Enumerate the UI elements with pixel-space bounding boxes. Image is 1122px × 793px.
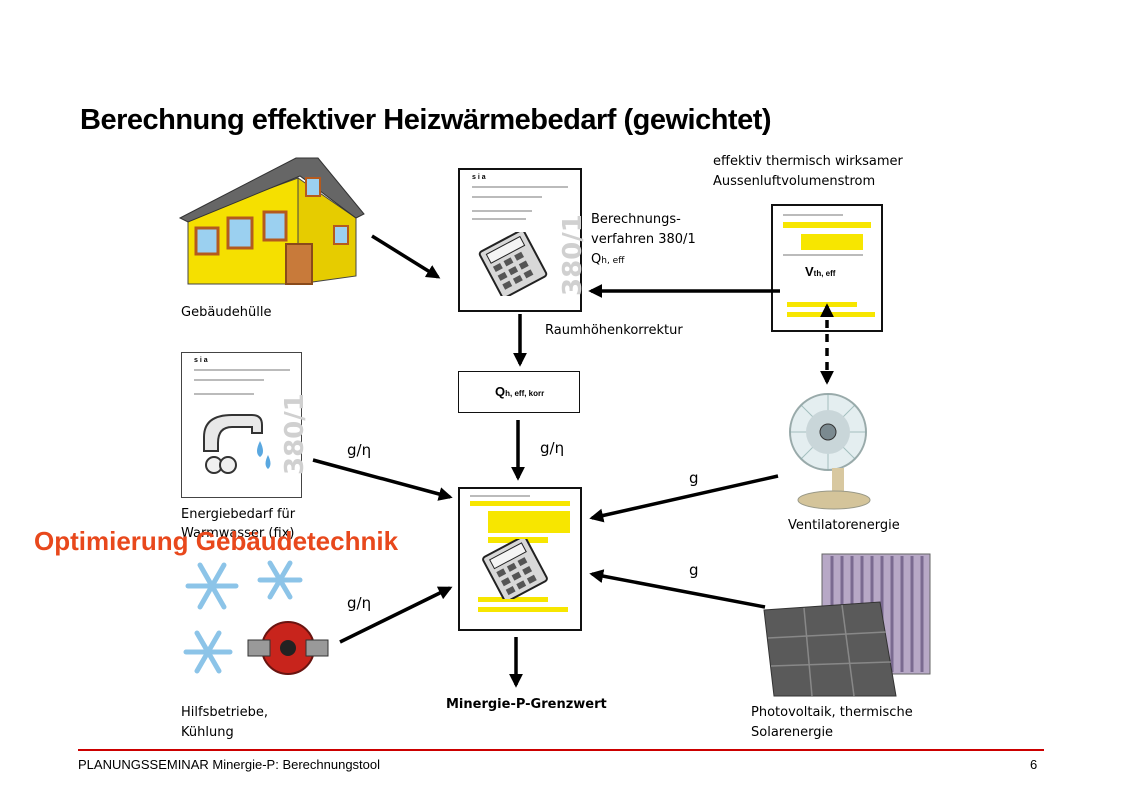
q-corr-subscript: h, eff, korr bbox=[505, 389, 545, 398]
calc-q-label: Qh, eff bbox=[591, 251, 624, 270]
building-label: Gebäudehülle bbox=[181, 305, 272, 320]
calculator-icon bbox=[482, 539, 548, 599]
calc-label-1: Berechnungs- bbox=[591, 212, 681, 227]
solar-panel-illustration bbox=[763, 553, 931, 697]
warmwater-label-1: Energiebedarf für bbox=[181, 507, 296, 522]
calc-label-2: verfahren 380/1 bbox=[591, 232, 696, 247]
arrow-pv-to-result bbox=[589, 569, 766, 609]
cooling-pump-illustration bbox=[183, 560, 329, 684]
overlay-title: Optimierung Gebäudetechnik bbox=[34, 526, 399, 556]
airflow-label-1: effektiv thermisch wirksamer bbox=[713, 154, 903, 169]
result-document bbox=[458, 487, 582, 631]
weight-label: g bbox=[689, 469, 699, 487]
page-title: Berechnung effektiver Heizwärmebedarf (g… bbox=[80, 104, 772, 136]
fan-label: Ventilatorenergie bbox=[788, 518, 900, 533]
calculator-icon bbox=[478, 232, 548, 296]
airflow-label-2: Aussenluftvolumenstrom bbox=[713, 174, 876, 189]
q-corr-label: Qh, eff, korr bbox=[495, 384, 544, 399]
weight-label: g bbox=[689, 561, 699, 579]
arrow-warmwater-to-result bbox=[312, 458, 453, 501]
v-subscript: th, eff bbox=[813, 269, 836, 278]
warmwater-label-2: Warmwasser (fix) bbox=[181, 526, 295, 541]
aux-label-2: Kühlung bbox=[181, 725, 234, 740]
calculation-document: s i a 380/1 bbox=[458, 168, 588, 312]
faucet-icon bbox=[203, 414, 271, 474]
result-label: Minergie-P-Grenzwert bbox=[446, 697, 607, 712]
warmwater-document: s i a 380/1 bbox=[181, 352, 310, 498]
v-label: Vth, eff bbox=[805, 264, 835, 279]
house-illustration bbox=[178, 157, 365, 285]
calc-q-symbol: Q bbox=[591, 252, 602, 267]
arrow-fan-to-result bbox=[589, 474, 779, 523]
calc-q-subscript: h, eff bbox=[601, 256, 625, 266]
q-corr-box: Qh, eff, korr bbox=[458, 371, 580, 413]
height-correction-label: Raumhöhenkorrektur bbox=[545, 323, 683, 338]
pv-label-1: Photovoltaik, thermische bbox=[751, 705, 913, 720]
aux-label-1: Hilfsbetriebe, bbox=[181, 705, 269, 720]
sia-logo: s i a bbox=[194, 357, 208, 364]
footer-text: PLANUNGSSEMINAR Minergie-P: Berechnungst… bbox=[78, 757, 381, 772]
pv-label-2: Solarenergie bbox=[751, 725, 834, 740]
page-number: 6 bbox=[1030, 757, 1038, 772]
fan-illustration bbox=[789, 393, 871, 510]
weight-label: g/η bbox=[347, 594, 372, 612]
sia-logo: s i a bbox=[472, 174, 486, 181]
arrow-building-to-calc bbox=[371, 234, 441, 279]
v-symbol: V bbox=[805, 264, 814, 279]
footer-rule bbox=[78, 749, 1044, 751]
weight-label: g/η bbox=[540, 439, 565, 457]
weight-label: g/η bbox=[347, 441, 372, 459]
q-corr-symbol: Q bbox=[495, 384, 506, 399]
arrow-aux-to-result bbox=[339, 586, 453, 644]
